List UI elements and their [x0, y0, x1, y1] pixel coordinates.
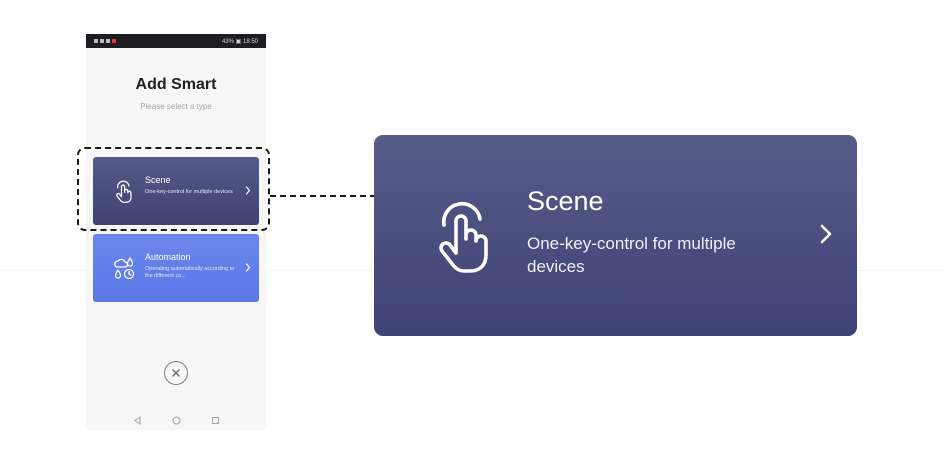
automation-card[interactable]: Automation Operating automatically accor… — [93, 234, 259, 302]
phone-screen: 43% ▣ 18:50 Add Smart Please select a ty… — [86, 34, 266, 430]
scene-card-zoomed[interactable]: Scene One-key-control for multiple devic… — [374, 135, 857, 336]
status-icons — [94, 39, 116, 43]
page-title: Add Smart — [135, 76, 217, 93]
connector-line — [270, 195, 376, 197]
wifi-icon — [106, 39, 110, 43]
scene-card-description: One-key-control for multiple devices — [145, 189, 233, 195]
automation-card-title: Automation — [145, 252, 191, 262]
close-icon — [172, 369, 180, 377]
back-icon[interactable] — [133, 415, 142, 425]
chevron-right-icon — [245, 186, 251, 195]
navigation-bar — [86, 410, 266, 430]
scene-card[interactable]: Scene One-key-control for multiple devic… — [93, 157, 259, 225]
automation-card-description: Operating automatically according to the… — [145, 266, 235, 279]
chevron-right-icon — [245, 263, 251, 272]
signal-icon — [94, 39, 98, 43]
chevron-right-icon — [820, 224, 832, 244]
page-subtitle: Please select a type — [140, 102, 212, 111]
tap-hand-icon — [439, 202, 488, 273]
close-button[interactable] — [164, 361, 188, 385]
scene-card-title: Scene — [145, 175, 171, 185]
weather-clock-icon — [114, 257, 135, 280]
zoom-card-description: One-key-control for multiple devices — [527, 234, 736, 276]
signal-icon — [100, 39, 104, 43]
status-bar: 43% ▣ 18:50 — [86, 34, 266, 48]
highlight-box — [77, 147, 270, 231]
recents-icon[interactable] — [211, 416, 220, 425]
tap-hand-icon — [116, 180, 132, 203]
home-icon[interactable] — [172, 416, 181, 425]
notification-icon — [112, 39, 116, 43]
status-battery-time: 43% ▣ 18:50 — [221, 38, 258, 45]
zoom-card-title: Scene — [527, 186, 604, 216]
